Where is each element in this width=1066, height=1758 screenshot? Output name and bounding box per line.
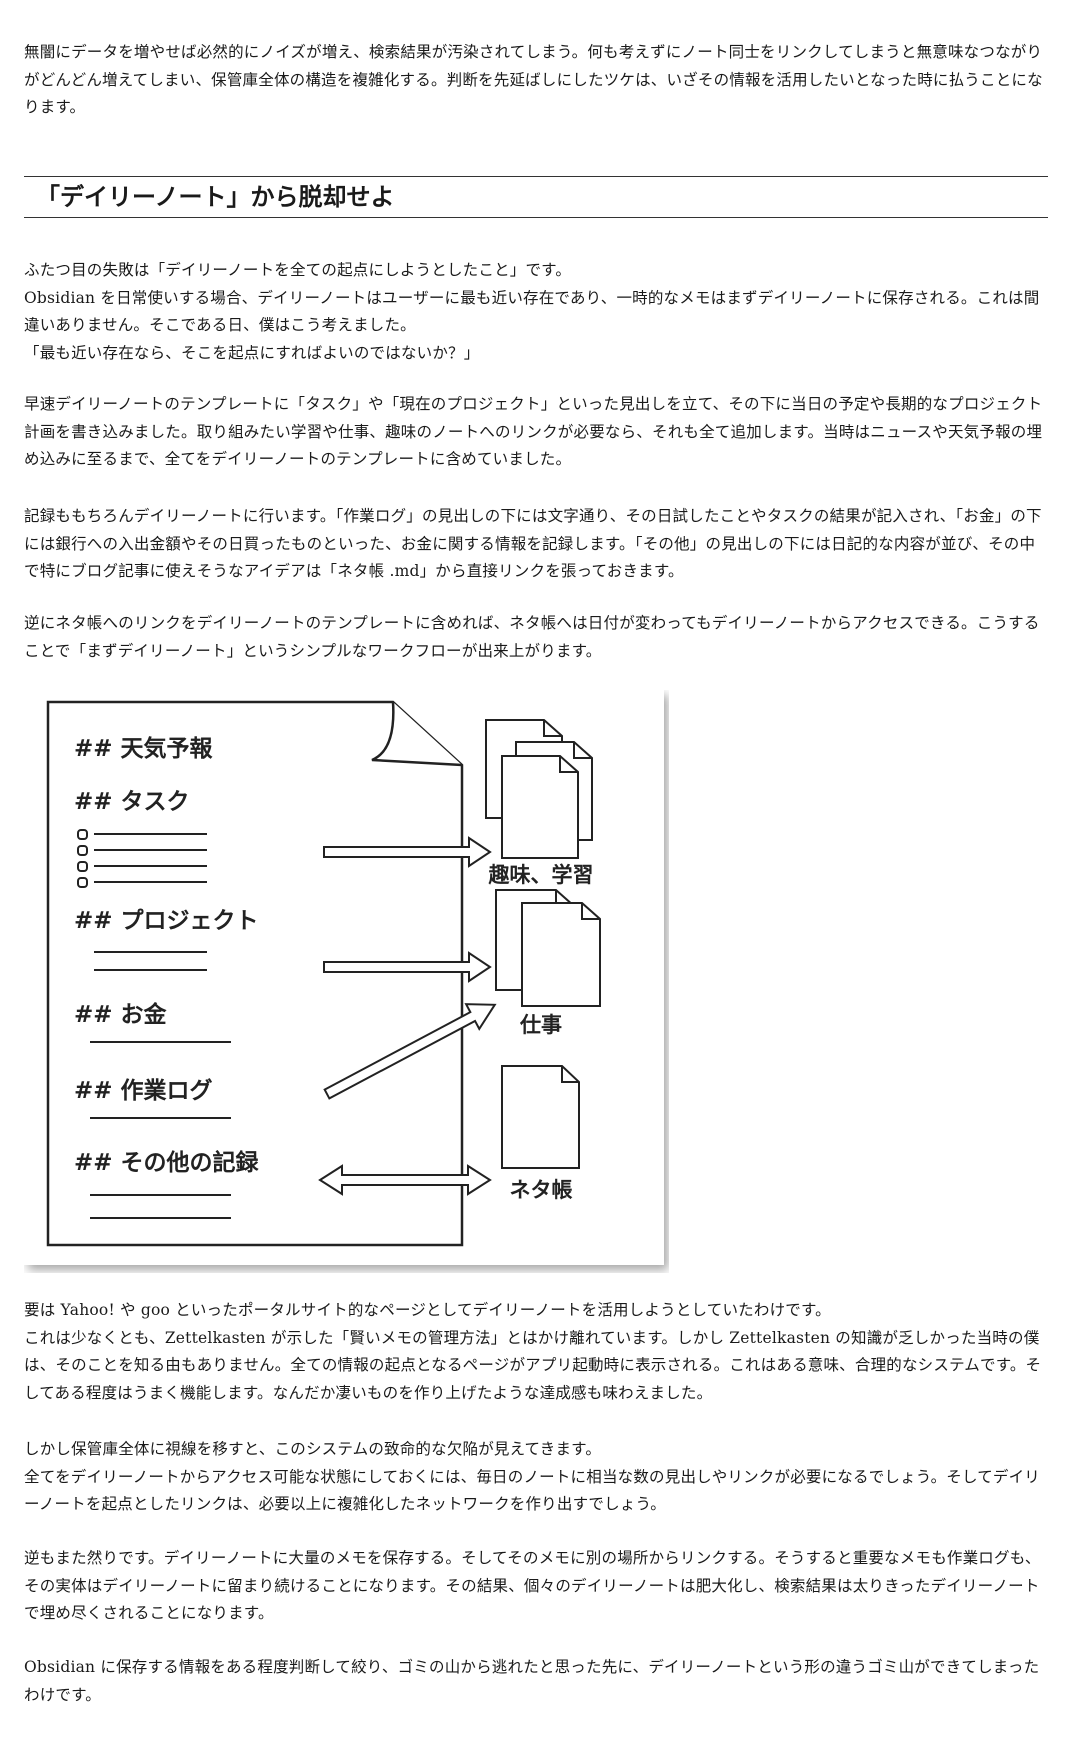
figure-heading: ## タスク	[74, 789, 190, 815]
figure-heading: ## 天気予報	[74, 735, 214, 762]
section-heading-box: 「デイリーノート」から脱却せよ	[24, 176, 1048, 218]
paragraph-3: 記録ももちろんデイリーノートに行います。「作業ログ」の見出しの下には文字通り、そ…	[24, 507, 1042, 580]
paragraph-5: 要は Yahoo! や goo といったポータルサイト的なページとしてデイリーノ…	[24, 1297, 1048, 1407]
stacked-documents-icon	[485, 719, 593, 859]
paragraph-6-line-2: 全てをデイリーノートからアクセス可能な状態にしておくには、毎日のノートに相当な数…	[24, 1467, 1041, 1514]
arrow-right-icon	[323, 836, 492, 868]
paragraph-1-line-1: ふたつ目の失敗は「デイリーノートを全ての起点にしようとしたこと」です。	[24, 261, 572, 279]
paragraph-5-line-1: 要は Yahoo! や goo といったポータルサイト的なページとしてデイリーノ…	[24, 1301, 831, 1319]
paragraph-1: ふたつ目の失敗は「デイリーノートを全ての起点にしようとしたこと」です。 Obsi…	[24, 257, 1048, 367]
text-lines-icon	[94, 951, 207, 971]
paragraph-1-line-3: 「最も近い存在なら、そこを起点にすればよいのではないか？」	[24, 343, 480, 362]
figure-heading: ## その他の記録	[74, 1149, 260, 1176]
intro-paragraph: 無闇にデータを増やせば必然的にノイズが増え、検索結果が汚染されてしまう。何も考え…	[24, 43, 1043, 116]
section-heading: 「デイリーノート」から脱却せよ	[36, 182, 395, 211]
figure-label: ネタ帳	[510, 1178, 573, 1202]
figure-heading: ## お金	[74, 1001, 168, 1028]
paragraph-4: 逆にネタ帳へのリンクをデイリーノートのテンプレートに含めれば、ネタ帳へは日付が変…	[24, 614, 1040, 660]
paragraph-6-line-1: しかし保管庫全体に視線を移すと、このシステムの致命的な欠陥が見えてきます。	[24, 1440, 602, 1458]
document-icon	[501, 1065, 580, 1169]
paragraph-7: 逆もまた然りです。デイリーノートに大量のメモを保存する。そしてそのメモに別の場所…	[24, 1549, 1041, 1622]
paragraph-1-line-2: Obsidian を日常使いする場合、デイリーノートはユーザーに最も近い存在であ…	[24, 288, 1040, 335]
paragraph-2: 早速デイリーノートのテンプレートに「タスク」や「現在のプロジェクト」といった見出…	[24, 395, 1043, 468]
paragraph-5-line-2: これは少なくとも、Zettelkasten が示した「賢いメモの管理方法」とはか…	[24, 1328, 1042, 1402]
text-lines-icon	[90, 1194, 231, 1219]
paragraph-8: Obsidian に保存する情報をある程度判断して絞り、ゴミの山から逃れたと思っ…	[24, 1658, 1040, 1704]
paragraph-6: しかし保管庫全体に視線を移すと、このシステムの致命的な欠陥が見えてきます。 全て…	[24, 1436, 1048, 1519]
task-list-icon	[77, 829, 207, 888]
figure-heading: ## プロジェクト	[74, 908, 259, 934]
figure-heading: ## 作業ログ	[74, 1077, 213, 1104]
daily-note-page-icon	[46, 700, 464, 1247]
stacked-documents-icon	[495, 889, 601, 1007]
arrow-bidirectional-icon	[318, 1164, 492, 1196]
daily-note-diagram: ## 天気予報 ## タスク ## プロジェクト ## お金 ## 作業ログ	[24, 690, 669, 1273]
arrow-right-icon	[323, 951, 492, 983]
figure-label: 仕事	[519, 1013, 562, 1037]
figure-label: 趣味、学習	[488, 863, 594, 887]
arrow-diagonal-icon	[323, 1003, 497, 1100]
